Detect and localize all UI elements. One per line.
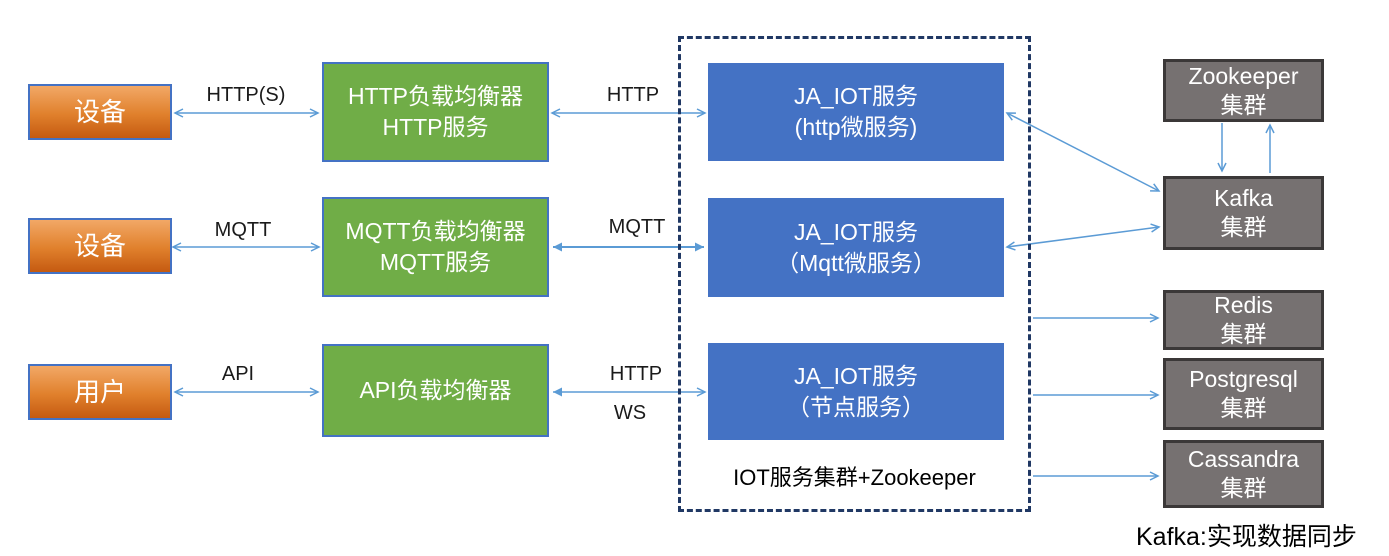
cassandra-cluster-sub: 集群 (1220, 475, 1267, 501)
iot-node-service-line2: （节点服务） (787, 393, 925, 420)
iot-mqtt-service-line2: （Mqtt微服务） (776, 249, 936, 276)
edge-label-mqtt-service: MQTT (608, 216, 666, 238)
device-node-1-label: 设备 (73, 97, 126, 127)
iot-node-service-node: JA_IOT服务 （节点服务） (708, 343, 1004, 440)
user-node: 用户 (28, 364, 172, 420)
iot-http-service-node: JA_IOT服务 (http微服务) (708, 63, 1004, 161)
kafka-cluster-name: Kafka (1214, 185, 1273, 211)
iot-mqtt-service-node: JA_IOT服务 （Mqtt微服务） (708, 198, 1004, 297)
edge-label-https: HTTP(S) (206, 84, 286, 106)
device-node-2: 设备 (28, 218, 172, 274)
postgresql-cluster-sub: 集群 (1220, 395, 1267, 421)
zookeeper-cluster-node: Zookeeper 集群 (1163, 59, 1324, 122)
cassandra-cluster-node: Cassandra 集群 (1163, 440, 1324, 508)
iot-mqtt-service-line1: JA_IOT服务 (794, 218, 918, 245)
zookeeper-cluster-name: Zookeeper (1188, 62, 1299, 89)
user-node-label: 用户 (73, 377, 126, 407)
redis-cluster-name: Redis (1214, 292, 1273, 318)
iot-http-service-line1: JA_IOT服务 (794, 83, 918, 109)
iot-cluster-frame (678, 36, 1031, 512)
api-load-balancer-line1: API负载均衡器 (359, 377, 512, 403)
http-load-balancer-node: HTTP负载均衡器 HTTP服务 (322, 62, 549, 162)
device-node-1: 设备 (28, 84, 172, 140)
kafka-cluster-sub: 集群 (1220, 214, 1267, 240)
postgresql-cluster-name: Postgresql (1189, 366, 1298, 392)
edge-label-ws: WS (613, 402, 647, 424)
kafka-sync-note: Kafka:实现数据同步 (1136, 523, 1357, 551)
redis-cluster-sub: 集群 (1220, 321, 1267, 347)
edge-label-http-left: HTTP (606, 84, 660, 106)
zookeeper-cluster-sub: 集群 (1220, 91, 1267, 118)
http-load-balancer-line2: HTTP服务 (382, 114, 489, 140)
cassandra-cluster-name: Cassandra (1187, 446, 1300, 472)
redis-cluster-node: Redis 集群 (1163, 290, 1324, 350)
iot-node-service-line1: JA_IOT服务 (794, 362, 918, 389)
mqtt-load-balancer-line2: MQTT服务 (379, 249, 492, 275)
edge-label-http-right: HTTP (609, 363, 663, 385)
iot-cluster-caption: IOT服务集群+Zookeeper (733, 465, 976, 490)
edge-label-api: API (221, 363, 255, 385)
postgresql-cluster-node: Postgresql 集群 (1163, 358, 1324, 430)
api-load-balancer-node: API负载均衡器 (322, 344, 549, 437)
http-load-balancer-line1: HTTP负载均衡器 (347, 83, 524, 109)
mqtt-load-balancer-line1: MQTT负载均衡器 (345, 218, 526, 244)
edge-label-mqtt-device: MQTT (214, 219, 272, 241)
mqtt-load-balancer-node: MQTT负载均衡器 MQTT服务 (322, 197, 549, 297)
kafka-cluster-node: Kafka 集群 (1163, 176, 1324, 250)
device-node-2-label: 设备 (73, 231, 126, 261)
iot-http-service-line2: (http微服务) (794, 114, 918, 140)
